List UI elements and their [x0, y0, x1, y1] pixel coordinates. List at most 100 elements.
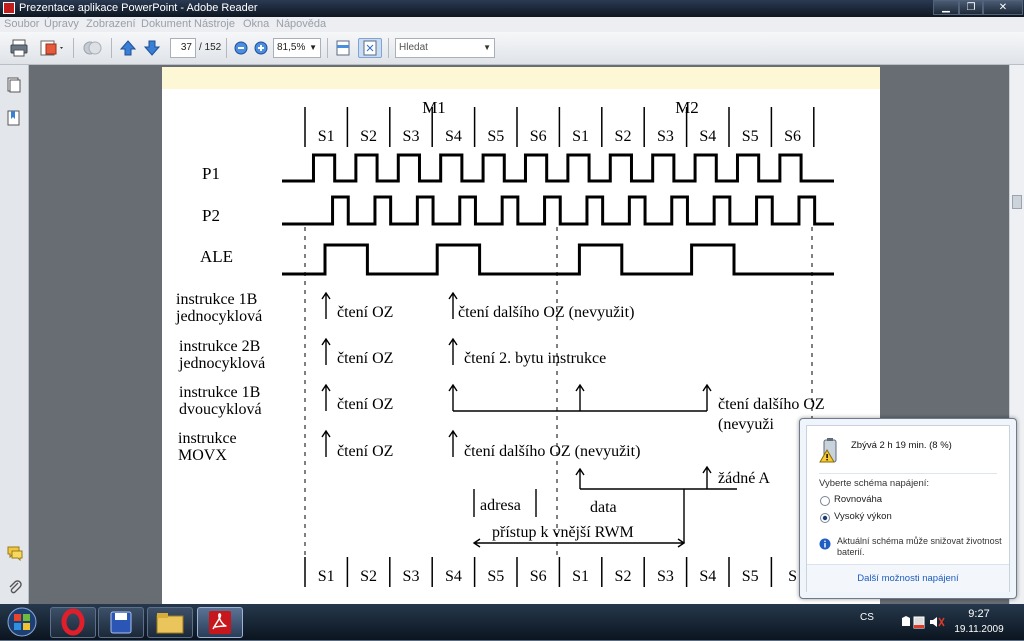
chevron-down-icon: ▼	[309, 43, 317, 52]
annotation-cteni-oz: čtení OZ	[337, 443, 393, 460]
fit-page-icon[interactable]	[358, 38, 382, 58]
battery-warning-icon	[819, 438, 841, 464]
state-label: S2	[360, 568, 377, 585]
annotation-nevyuzi: (nevyuži	[718, 416, 775, 433]
menu-soubor[interactable]: Soubor	[4, 18, 40, 30]
state-label: S1	[318, 568, 335, 585]
page-header-strip	[162, 67, 880, 89]
state-label: S5	[487, 568, 504, 585]
power-scheme-title: Vyberte schéma napájení:	[819, 478, 930, 489]
menu-nastroje[interactable]: Nástroje	[194, 18, 235, 30]
bookmarks-icon[interactable]	[7, 110, 21, 126]
page-number-input[interactable]: 37	[170, 38, 196, 58]
row-label-4: instrukce	[178, 430, 237, 447]
window-title: Prezentace aplikace PowerPoint - Adobe R…	[19, 2, 258, 14]
system-tray-icons	[900, 614, 946, 630]
battery-popup-body: Zbývá 2 h 19 min. (8 %) Vyberte schéma n…	[806, 425, 1010, 592]
annotation-dalsi-oz: čtení dalšího OZ	[718, 396, 825, 413]
state-label: S1	[318, 128, 335, 145]
scheme-warning: Aktuální schéma může snižovat životnost …	[837, 536, 1002, 557]
radio-label: Rovnováha	[834, 494, 883, 505]
annotation-cteni-oz: čtení OZ	[337, 396, 393, 413]
menu-zobrazeni[interactable]: Zobrazení	[86, 18, 136, 30]
state-label: S	[788, 568, 797, 585]
signal-label-p1: P1	[202, 164, 220, 183]
state-label: S3	[403, 568, 420, 585]
taskbar-save-app[interactable]	[98, 607, 144, 638]
navigation-sidebar	[0, 65, 29, 604]
search-input[interactable]: Hledat ▼	[395, 38, 495, 58]
maximize-button[interactable]: ❐	[959, 0, 983, 15]
battery-popup: Zbývá 2 h 19 min. (8 %) Vyberte schéma n…	[799, 418, 1017, 599]
row-label-4b: MOVX	[178, 447, 227, 464]
print-icon[interactable]	[9, 38, 29, 58]
signal-label-p2: P2	[202, 206, 220, 225]
row-label-2: instrukce 2B	[179, 338, 260, 355]
zoom-value: 81,5%	[277, 42, 306, 53]
menu-upravy[interactable]: Úpravy	[44, 18, 79, 30]
state-label: S4	[445, 568, 462, 585]
menu-bar: Soubor Úpravy Zobrazení Dokument Nástroj…	[0, 17, 1024, 33]
state-label: S6	[530, 568, 547, 585]
annotation-adresa: adresa	[480, 497, 521, 514]
more-power-options-link[interactable]: Další možnosti napájení	[857, 573, 959, 584]
state-label: S2	[360, 128, 377, 145]
taskbar-adobe-reader[interactable]	[197, 607, 243, 638]
next-page-icon[interactable]	[142, 38, 162, 58]
attachment-icon[interactable]	[7, 579, 22, 595]
close-button[interactable]: ✕	[983, 0, 1023, 15]
comments-icon[interactable]	[7, 545, 23, 562]
minimize-button[interactable]: ▁	[933, 0, 959, 15]
previous-page-icon[interactable]	[118, 38, 138, 58]
taskbar	[0, 604, 1024, 640]
menu-okna[interactable]: Okna	[243, 18, 270, 30]
zoom-select[interactable]: 81,5% ▼	[273, 38, 321, 58]
state-label: S2	[615, 128, 632, 145]
title-bar: Prezentace aplikace PowerPoint - Adobe R…	[0, 0, 1024, 17]
adobe-reader-icon	[3, 2, 15, 14]
toolbar: 37 / 152 81,5% ▼ Hledat ▼	[0, 32, 1024, 65]
clock-date[interactable]: 19.11.2009	[954, 624, 1004, 635]
radio-rovnovaha[interactable]: Rovnováha	[819, 494, 999, 508]
taskbar-explorer[interactable]	[147, 607, 193, 638]
scrollbar-thumb[interactable]	[1012, 195, 1022, 209]
waveform-ale	[282, 243, 834, 276]
clock-time[interactable]: 9:27	[968, 608, 990, 620]
pages-icon[interactable]	[7, 77, 21, 93]
state-label: S5	[487, 128, 504, 145]
annotation-zadne: žádné A	[718, 470, 770, 487]
fit-width-icon[interactable]	[333, 38, 353, 58]
state-label: S3	[403, 128, 420, 145]
taskbar-opera[interactable]	[50, 607, 96, 638]
language-indicator[interactable]: CS	[860, 612, 874, 623]
signal-label-ale: ALE	[200, 247, 233, 266]
arrows	[321, 291, 737, 548]
annotation-druhy-byte: čtení 2. bytu instrukce	[464, 350, 606, 367]
state-label: S3	[657, 568, 674, 585]
state-label: S1	[572, 568, 589, 585]
row-label-3: instrukce 1B	[179, 384, 260, 401]
zoom-in-icon[interactable]	[251, 38, 271, 58]
menu-napoveda[interactable]: Nápověda	[276, 18, 327, 30]
collaborate-icon[interactable]	[82, 38, 102, 58]
info-icon	[819, 538, 831, 550]
radio-vysoky-vykon[interactable]: Vysoký výkon	[819, 511, 999, 525]
annotation-dalsi-oz-nevyuzit: čtení dalšího OZ (nevyužit)	[464, 443, 640, 460]
annotation-cteni-oz: čtení OZ	[337, 304, 393, 321]
state-label: S1	[572, 128, 589, 145]
chevron-down-icon[interactable]: ▼	[483, 43, 491, 52]
email-icon[interactable]	[39, 38, 63, 58]
search-placeholder: Hledat	[399, 42, 428, 53]
menu-dokument[interactable]: Dokument	[141, 18, 192, 30]
start-button[interactable]	[3, 606, 41, 638]
state-label: S6	[530, 128, 547, 145]
zoom-out-icon[interactable]	[231, 38, 251, 58]
row-label-2b: jednocyklová	[178, 355, 265, 372]
annotation-data: data	[590, 499, 617, 516]
state-label: S3	[657, 128, 674, 145]
state-label: S5	[742, 568, 759, 585]
